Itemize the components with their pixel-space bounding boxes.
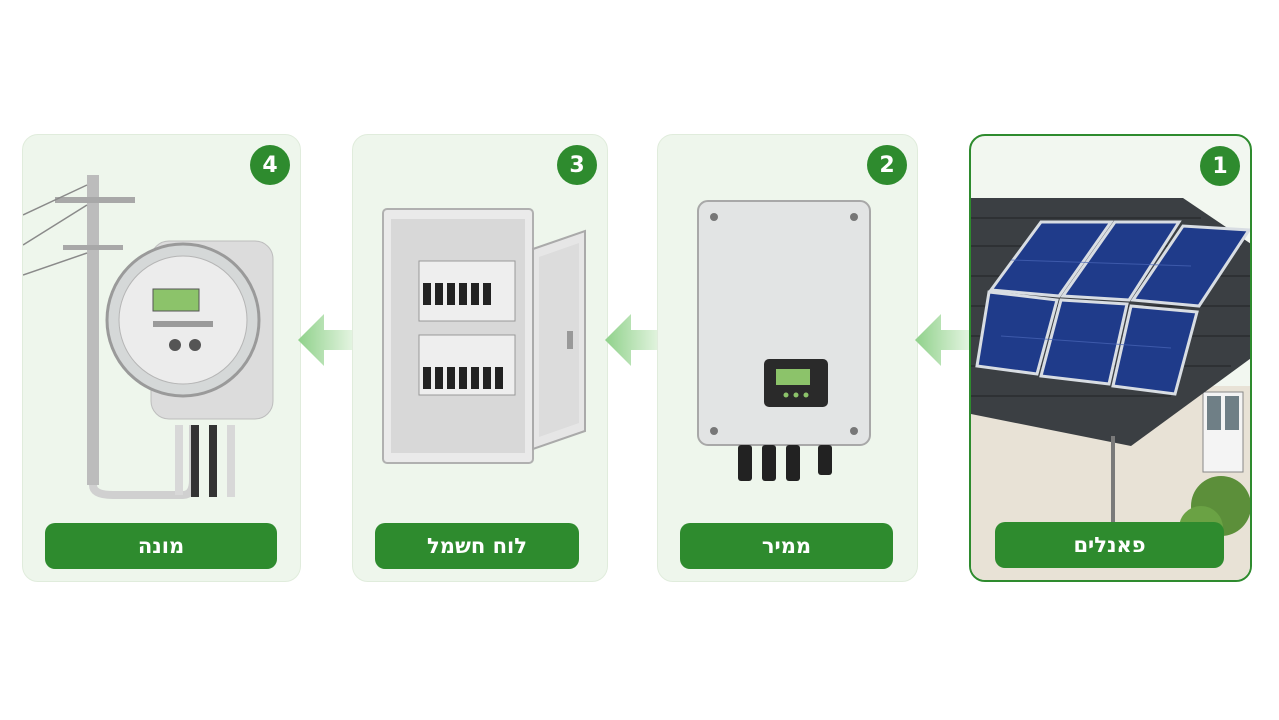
step-number-4: 4 <box>250 145 290 185</box>
step-card-meter: 4 מונה <box>22 134 301 582</box>
step-number-2: 2 <box>867 145 907 185</box>
flow-arrow-icon <box>915 314 971 366</box>
step-card-electrical-panel: 3 לוח חשמל <box>352 134 608 582</box>
step-label-inverter: ממיר <box>680 523 893 569</box>
step-label-meter: מונה <box>45 523 277 569</box>
step-number-1: 1 <box>1200 146 1240 186</box>
electrical-panel-icon <box>382 208 586 464</box>
flow-arrow-icon <box>298 314 354 366</box>
step-label-electrical-panel: לוח חשמל <box>375 523 579 569</box>
step-number-3: 3 <box>557 145 597 185</box>
solar-panels-icon <box>971 198 1250 580</box>
step-label-solar-panels: פאנלים <box>995 522 1224 568</box>
step-card-inverter: 2 ממיר <box>657 134 918 582</box>
inverter-icon <box>697 200 871 481</box>
step-card-solar-panels: 1 פאנלים <box>969 134 1252 582</box>
flow-arrow-icon <box>605 314 661 366</box>
electric-meter-icon <box>23 175 274 499</box>
